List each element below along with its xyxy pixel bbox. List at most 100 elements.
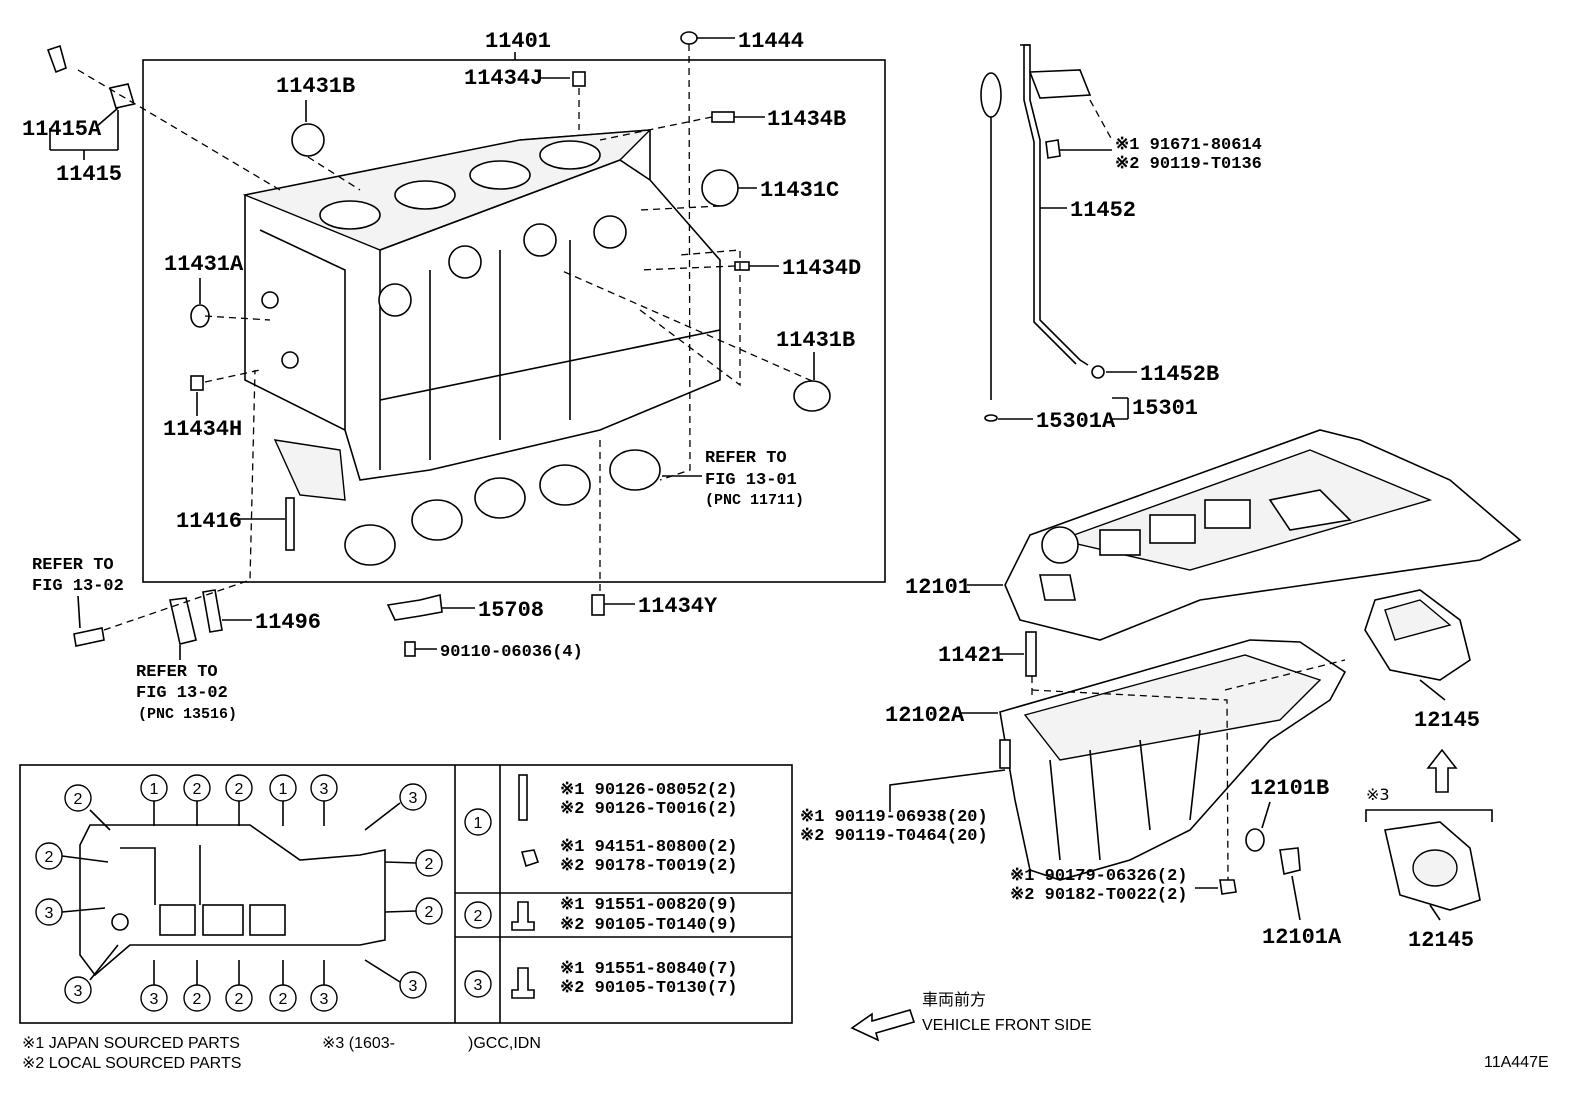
label-12101: 12101 — [905, 575, 971, 600]
fastener-map-drawing — [79, 824, 386, 977]
svg-text:2: 2 — [235, 991, 244, 1008]
label-11444: 11444 — [738, 29, 804, 54]
svg-text:※2 90126-T0016(2): ※2 90126-T0016(2) — [560, 800, 737, 819]
baffle-variant-drawing — [1384, 821, 1481, 911]
svg-text:3: 3 — [320, 991, 329, 1008]
svg-text:3: 3 — [74, 983, 83, 1000]
pan-bolt-note-2: ※2 90119-T0464(20) — [800, 827, 988, 846]
row-key: 3 — [474, 977, 483, 994]
label-11496: 11496 — [255, 610, 321, 635]
label-11452: 11452 — [1070, 198, 1136, 223]
drain-plug — [1279, 847, 1301, 875]
svg-text:2: 2 — [193, 781, 202, 798]
label-15301: 15301 — [1132, 396, 1198, 421]
table-row-2: 2 ※1 91551-00820(9) ※2 90105-T0140(9) — [464, 896, 737, 935]
callout-top-6: 3 — [310, 774, 338, 802]
legend-variant-tail: )GCC,IDN — [468, 1035, 541, 1052]
table-row-3: 3 ※1 91551-80840(7) ※2 90105-T0130(7) — [464, 960, 737, 999]
ref-fig1301-l3: (PNC 11711) — [705, 492, 804, 509]
cylinder-block-frame — [142, 59, 886, 583]
ref-fig1302b-l3: (PNC 13516) — [138, 706, 237, 723]
label-11434D: 11434D — [782, 256, 861, 281]
label-15301A: 15301A — [1036, 409, 1116, 434]
figure-code: 11A447E — [1484, 1054, 1549, 1071]
svg-text:2: 2 — [45, 849, 54, 866]
fastener-map-leaders — [61, 801, 417, 985]
callout-bottom-2: 3 — [140, 984, 168, 1012]
label-11452B: 11452B — [1140, 362, 1219, 387]
front-label-en: VEHICLE FRONT SIDE — [922, 1017, 1092, 1034]
front-label-jp: 車両前方 — [922, 991, 986, 1009]
row-key: 2 — [474, 908, 483, 925]
pan-nut-note-2: ※2 90182-T0022(2) — [1010, 886, 1187, 905]
svg-text:3: 3 — [409, 978, 418, 995]
label-11434B: 11434B — [767, 107, 846, 132]
callout-bottom-5: 2 — [269, 984, 297, 1012]
callout-top-2: 1 — [140, 774, 168, 802]
ref-fig1301-l1: REFER TO — [705, 449, 787, 468]
callout-top-3: 2 — [183, 774, 211, 802]
callout-top-5: 1 — [269, 774, 297, 802]
label-11434H: 11434H — [163, 417, 242, 442]
ref-fig1302b-l2: FIG 13-02 — [136, 684, 228, 703]
callout-left-1: 2 — [35, 842, 63, 870]
guide-bolt-note-1: ※1 91671-80614 — [1115, 136, 1262, 155]
callout-right-3: 3 — [399, 971, 427, 999]
callout-right-1: 2 — [415, 849, 443, 877]
legend-local: ※2 LOCAL SOURCED PARTS — [22, 1055, 241, 1072]
svg-text:3: 3 — [409, 790, 418, 807]
svg-text:※1 90126-08052(2): ※1 90126-08052(2) — [560, 781, 737, 800]
ref-fig1302a-l2: FIG 13-02 — [32, 577, 124, 596]
up-arrow — [1426, 748, 1458, 793]
label-12145-bottom: 12145 — [1408, 928, 1474, 953]
svg-text:※2 90105-T0140(9): ※2 90105-T0140(9) — [560, 916, 737, 935]
svg-text:2: 2 — [74, 791, 83, 808]
label-11431A: 11431A — [164, 252, 244, 277]
label-12101B: 12101B — [1250, 776, 1329, 801]
svg-text:※1 91551-80840(7): ※1 91551-80840(7) — [560, 960, 737, 979]
svg-text:2: 2 — [193, 991, 202, 1008]
label-11434Y: 11434Y — [638, 594, 718, 619]
pan-bolt — [999, 739, 1011, 769]
front-arrow — [850, 1009, 916, 1042]
callout-bottom-3: 2 — [183, 984, 211, 1012]
label-11431C: 11431C — [760, 178, 839, 203]
oil-pan-lower-drawing — [999, 639, 1347, 881]
label-11431B-right: 11431B — [776, 328, 855, 353]
label-15708: 15708 — [478, 598, 544, 623]
svg-text:1: 1 — [279, 781, 288, 798]
svg-text:※2 90105-T0130(7): ※2 90105-T0130(7) — [560, 979, 737, 998]
callout-top-1: 2 — [64, 784, 92, 812]
label-11434J: 11434J — [464, 66, 543, 91]
label-90110-06036: 90110-06036(4) — [440, 643, 583, 662]
stud-11421 — [1025, 631, 1037, 677]
ref-fig1302a-l1: REFER TO — [32, 556, 114, 575]
crank-bearings — [344, 449, 661, 566]
svg-text:※1 94151-80800(2): ※1 94151-80800(2) — [560, 838, 737, 857]
ref-fig1302b-l1: REFER TO — [136, 663, 218, 682]
drain-gasket — [1245, 828, 1265, 852]
svg-text:※1 91551-00820(9): ※1 91551-00820(9) — [560, 896, 737, 915]
svg-text:1: 1 — [150, 781, 159, 798]
baffle-drawing — [1364, 589, 1471, 681]
pan-nut — [1219, 879, 1237, 895]
callout-left-2: 3 — [35, 898, 63, 926]
callout-bottom-1: 3 — [64, 976, 92, 1004]
pan-nut-note-1: ※1 90179-06326(2) — [1010, 867, 1187, 886]
fastener-table-frame — [19, 764, 793, 1024]
label-12101A: 12101A — [1262, 925, 1342, 950]
label-11431B-top: 11431B — [276, 74, 355, 99]
svg-text:2: 2 — [425, 904, 434, 921]
svg-text:2: 2 — [425, 856, 434, 873]
table-row-1: 1 ※1 90126-08052(2) ※2 90126-T0016(2) ※1… — [464, 774, 737, 876]
label-12145-top: 12145 — [1414, 708, 1480, 733]
callout-right-2: 2 — [415, 897, 443, 925]
row-key: 1 — [474, 815, 483, 832]
oil-gauge-drawing — [980, 44, 1105, 422]
oil-pan-upper-drawing — [1004, 429, 1522, 641]
label-11401: 11401 — [485, 29, 551, 54]
label-11415A: 11415A — [22, 117, 102, 142]
dashed-leaders — [77, 43, 813, 631]
callout-bottom-4: 2 — [225, 984, 253, 1012]
